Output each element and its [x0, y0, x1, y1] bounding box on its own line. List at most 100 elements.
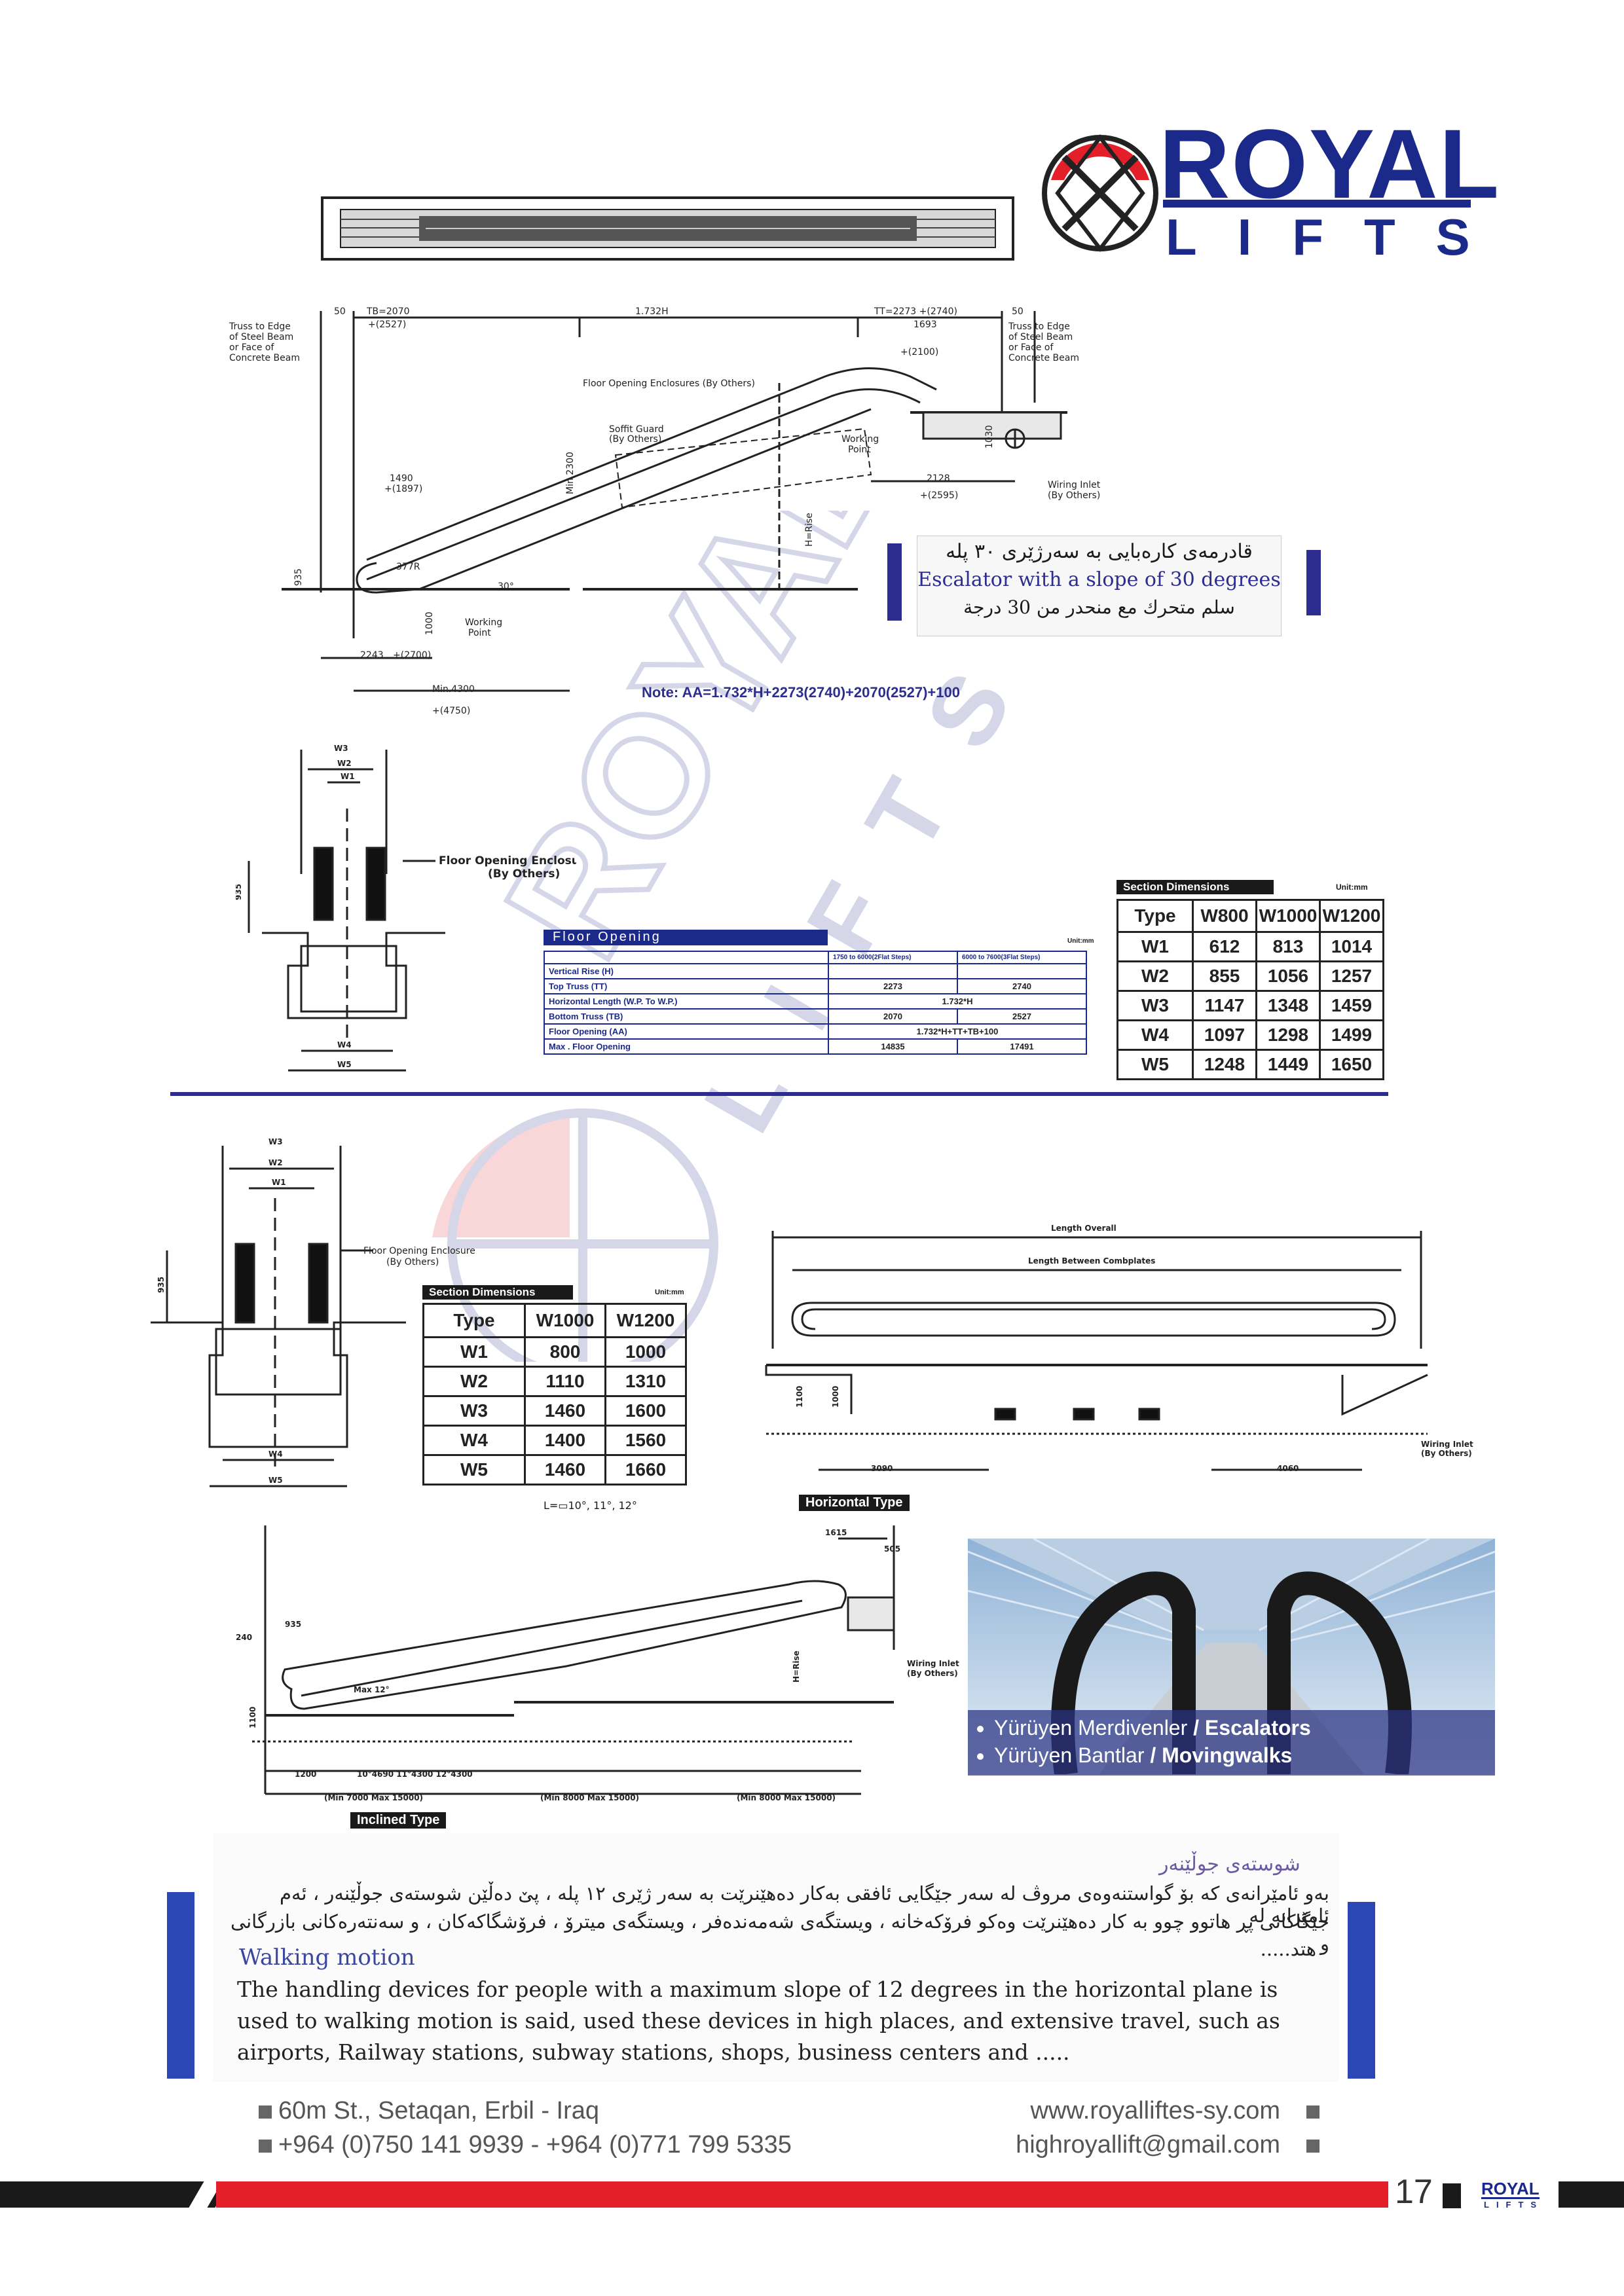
fo-r0-c1 [828, 963, 958, 979]
enclosure-2: (By Others) [488, 867, 560, 881]
i-wiring-1: Wiring Inlet [907, 1659, 959, 1668]
working-point-top-1: Working [841, 434, 879, 445]
radius-377: 377R [396, 562, 420, 572]
section-dims-unit-esc: Unit:mm [1336, 883, 1368, 892]
sde-r2-c2: 1348 [1255, 990, 1321, 1021]
dim-505: 505 [884, 1544, 900, 1554]
fo-h0 [544, 951, 829, 964]
sde-r4-c1: 1248 [1192, 1049, 1257, 1080]
sdw-r0-c0: W1 [422, 1336, 526, 1368]
caption-item-escalators: Yürüyen Merdivenler / Escalators [994, 1714, 1495, 1741]
footer-email[interactable]: highroyallift@gmail.com [1016, 2131, 1280, 2159]
floor-opening-title: Floor Opening [544, 930, 828, 945]
walk-w2: W2 [268, 1158, 283, 1167]
w2-label: W2 [337, 759, 352, 768]
sde-h1: W800 [1192, 899, 1257, 933]
dim-50-right: 50 [1012, 306, 1024, 317]
dim-4060: 4060 [1277, 1464, 1299, 1473]
footer-phones[interactable]: +964 (0)750 141 9939 - +964 (0)771 799 5… [278, 2131, 792, 2159]
fo-r1-c0: Top Truss (TT) [544, 978, 829, 994]
sde-r3-c2: 1298 [1255, 1019, 1321, 1051]
sdw-r4-c1: 1460 [524, 1454, 606, 1485]
footer-contact-left: 60m St., Setaqan, Erbil - Iraq +964 (0)7… [252, 2094, 792, 2162]
sde-r0-c0: W1 [1116, 931, 1194, 962]
sdw-r3-c1: 1400 [524, 1425, 606, 1456]
sde-h3: W1200 [1319, 899, 1384, 933]
fo-r3-c2: 2527 [957, 1008, 1087, 1025]
w5-label: W5 [337, 1060, 352, 1069]
caption-sep-1: / [1187, 1716, 1205, 1740]
inclined-dims: 10°4690 11°4300 12°4300 [357, 1770, 473, 1779]
fo-r4-c0: Floor Opening (AA) [544, 1023, 829, 1040]
h-dim-1100: 1100 [795, 1386, 804, 1408]
walking-ku-line-2: جێگاکانی پڕ هاتوو چوو بە کار دەهێنرێت وە… [230, 1910, 1329, 1955]
caption-tr-1: Yürüyen Merdivenler [994, 1716, 1188, 1740]
escalator-note: Note: AA=1.732*H+2273(2740)+2070(2527)+1… [642, 684, 960, 701]
inclined-type-drawing: 1615 505 935 240 Max 12° H=Rise 1100 120… [236, 1525, 959, 1802]
walking-ku-line-3: هتد..... [1260, 1938, 1316, 1960]
royal-logo-mark [1042, 134, 1158, 252]
walking-ku-line-1: بەو ئامێرانەی کە بۆ گواستنەوەی مروڤ لە س… [280, 1882, 1329, 1927]
sde-r3-c3: 1499 [1319, 1019, 1384, 1051]
section-divider [170, 1092, 1388, 1096]
fo-r5-c1: 14835 [828, 1038, 958, 1055]
dim-240: 240 [236, 1633, 252, 1642]
sdw-r1-c0: W2 [422, 1366, 526, 1397]
dim-4750: +(4750) [432, 706, 470, 716]
sde-r3-c1: 1097 [1192, 1019, 1257, 1051]
dim-1897: +(1897) [384, 484, 422, 494]
truss-right-1: Truss to Edge [1008, 321, 1070, 332]
walk-section-drawing: W3 W2 W1 W4 W5 935 Floor Opening Enclosu… [151, 1137, 475, 1487]
truss-left-2: of Steel Beam [229, 332, 293, 342]
footer-website[interactable]: www.royalliftes-sy.com [1030, 2097, 1280, 2124]
section-dims-title-walk: Section Dimensions [422, 1285, 573, 1300]
dim-min2300: Min 2300 [565, 452, 576, 494]
walk-enclosure-2: (By Others) [386, 1257, 439, 1267]
walk-w4: W4 [268, 1449, 283, 1459]
dim-min4300: Min.4300 [432, 684, 475, 695]
floor-opening-unit: Unit:mm [1067, 938, 1094, 945]
floor-opening-label: Floor Opening Enclosures (By Others) [583, 378, 755, 389]
table-row: 1750 to 6000(2Flat Steps) 6000 to 7600(3… [544, 951, 1087, 964]
dim-2243: 2243 [360, 650, 384, 661]
table-row: Horizontal Length (W.P. To W.P.) 1.732*H [544, 993, 1087, 1010]
caption-tr-2: Yürüyen Bantlar [994, 1743, 1145, 1767]
sde-h2: W1000 [1255, 899, 1321, 933]
table-row: Top Truss (TT) 2273 2740 [544, 978, 1087, 994]
footer-brand-sub: LIFTS [1484, 2200, 1544, 2210]
truss-right-4: Concrete Beam [1008, 353, 1079, 363]
walking-body-en: The handling devices for people with a m… [237, 1977, 1280, 2065]
footer-contact-right: www.royalliftes-sy.com highroyallift@gma… [1016, 2094, 1326, 2162]
caption-accent-right [1306, 550, 1321, 615]
dim-2100: +(2100) [900, 347, 938, 357]
dim-1000: 1000 [424, 611, 435, 635]
w3-label: W3 [334, 744, 348, 753]
walking-motion-panel [213, 1833, 1339, 2082]
sdw-r2-c2: 1600 [604, 1395, 687, 1427]
dim-935-inclined: 935 [285, 1620, 301, 1629]
footer-address: 60m St., Setaqan, Erbil - Iraq [278, 2097, 600, 2124]
fo-r0-c0: Vertical Rise (H) [544, 963, 829, 979]
fo-r1-c2: 2740 [957, 978, 1087, 994]
walk-w5: W5 [268, 1476, 283, 1485]
page-number: 17 [1395, 2173, 1433, 2211]
truss-left-4: Concrete Beam [229, 353, 300, 363]
sdw-r2-c0: W3 [422, 1395, 526, 1427]
brand-sub: LIFTS [1166, 208, 1511, 266]
dim-1693: 1693 [913, 319, 937, 330]
walking-heading-en: Walking motion [239, 1944, 415, 1971]
working-point-top-2: Point [848, 445, 871, 455]
h-wiring-2: (By Others) [1421, 1449, 1472, 1458]
slope-note: L=▭10°, 11°, 12° [544, 1499, 637, 1512]
sde-r2-c0: W3 [1116, 990, 1194, 1021]
sde-r0-c3: 1014 [1319, 931, 1384, 962]
sde-r2-c3: 1459 [1319, 990, 1384, 1021]
working-point-bottom-1: Working [465, 617, 502, 628]
soffit-2: (By Others) [609, 434, 661, 445]
